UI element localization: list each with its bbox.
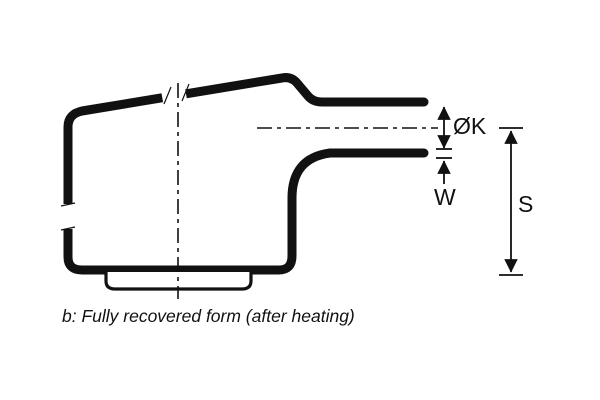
top-edge-break-mark: [160, 83, 190, 105]
height-label: S: [518, 191, 533, 217]
top-break-gap: [160, 85, 188, 105]
diameter-label: ØK: [453, 113, 487, 139]
wall-dimension: W: [434, 148, 456, 210]
diameter-dimension: ØK: [437, 106, 487, 149]
height-dimension: S: [499, 127, 533, 276]
caption: b: Fully recovered form (after heating): [62, 306, 355, 326]
wall-label: W: [434, 184, 456, 210]
top-break-edge-left: [163, 86, 172, 105]
left-break-gap: [61, 204, 75, 229]
left-break-edge-top: [60, 202, 76, 207]
left-break-edge-bottom: [60, 226, 76, 231]
boot-body-outline: [63, 73, 429, 275]
top-break-edge-right: [181, 83, 190, 102]
left-edge-break-mark: [60, 202, 76, 231]
